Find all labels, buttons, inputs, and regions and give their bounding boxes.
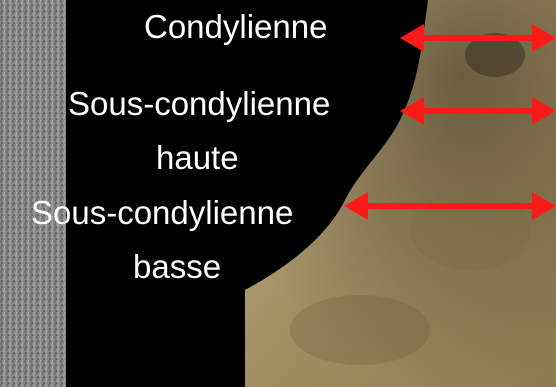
double-arrow-sous-condylienne-basse [344, 192, 556, 220]
double-arrow-sous-condylienne-haute [400, 97, 556, 125]
double-arrow-condylienne [400, 24, 556, 52]
